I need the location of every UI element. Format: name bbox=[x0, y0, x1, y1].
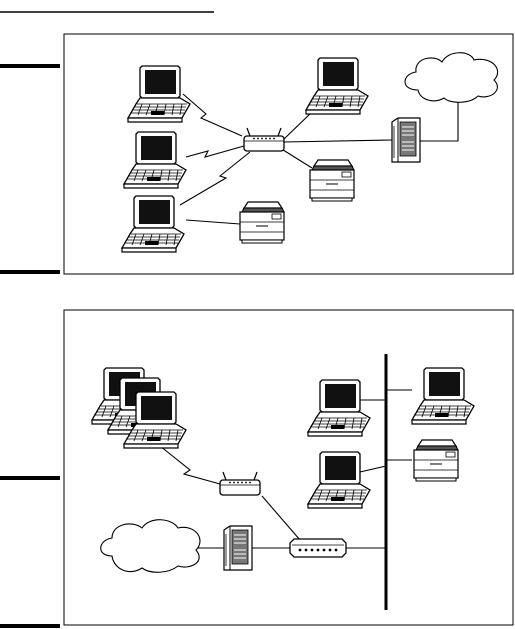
laptop-icon bbox=[305, 57, 369, 115]
printer-icon bbox=[309, 159, 355, 202]
margin-marker bbox=[0, 270, 60, 274]
access-point-icon bbox=[243, 127, 285, 152]
laptop-icon bbox=[127, 65, 191, 123]
laptop-icon bbox=[307, 451, 371, 509]
mixed-network-figure bbox=[0, 309, 514, 628]
server-icon bbox=[223, 525, 253, 571]
cloud-icon bbox=[404, 52, 499, 103]
printer-icon bbox=[413, 439, 459, 482]
margin-marker bbox=[0, 64, 60, 68]
laptop-icon bbox=[411, 367, 475, 425]
laptop-icon bbox=[121, 195, 185, 253]
wireless-network-figure bbox=[0, 33, 514, 275]
server-icon bbox=[391, 117, 421, 163]
connections bbox=[179, 93, 459, 225]
cloud-icon bbox=[100, 519, 201, 573]
wireless-laptop-group bbox=[91, 367, 187, 449]
printer-icon bbox=[239, 201, 285, 244]
connections bbox=[159, 389, 412, 549]
laptop-icon bbox=[307, 379, 371, 437]
access-point-icon bbox=[219, 471, 261, 496]
margin-marker bbox=[0, 476, 60, 480]
margin-marker bbox=[0, 624, 60, 628]
laptop-icon bbox=[123, 131, 187, 189]
hub-icon bbox=[289, 538, 347, 558]
figure-frame bbox=[63, 33, 514, 275]
figure-frame bbox=[63, 309, 514, 626]
